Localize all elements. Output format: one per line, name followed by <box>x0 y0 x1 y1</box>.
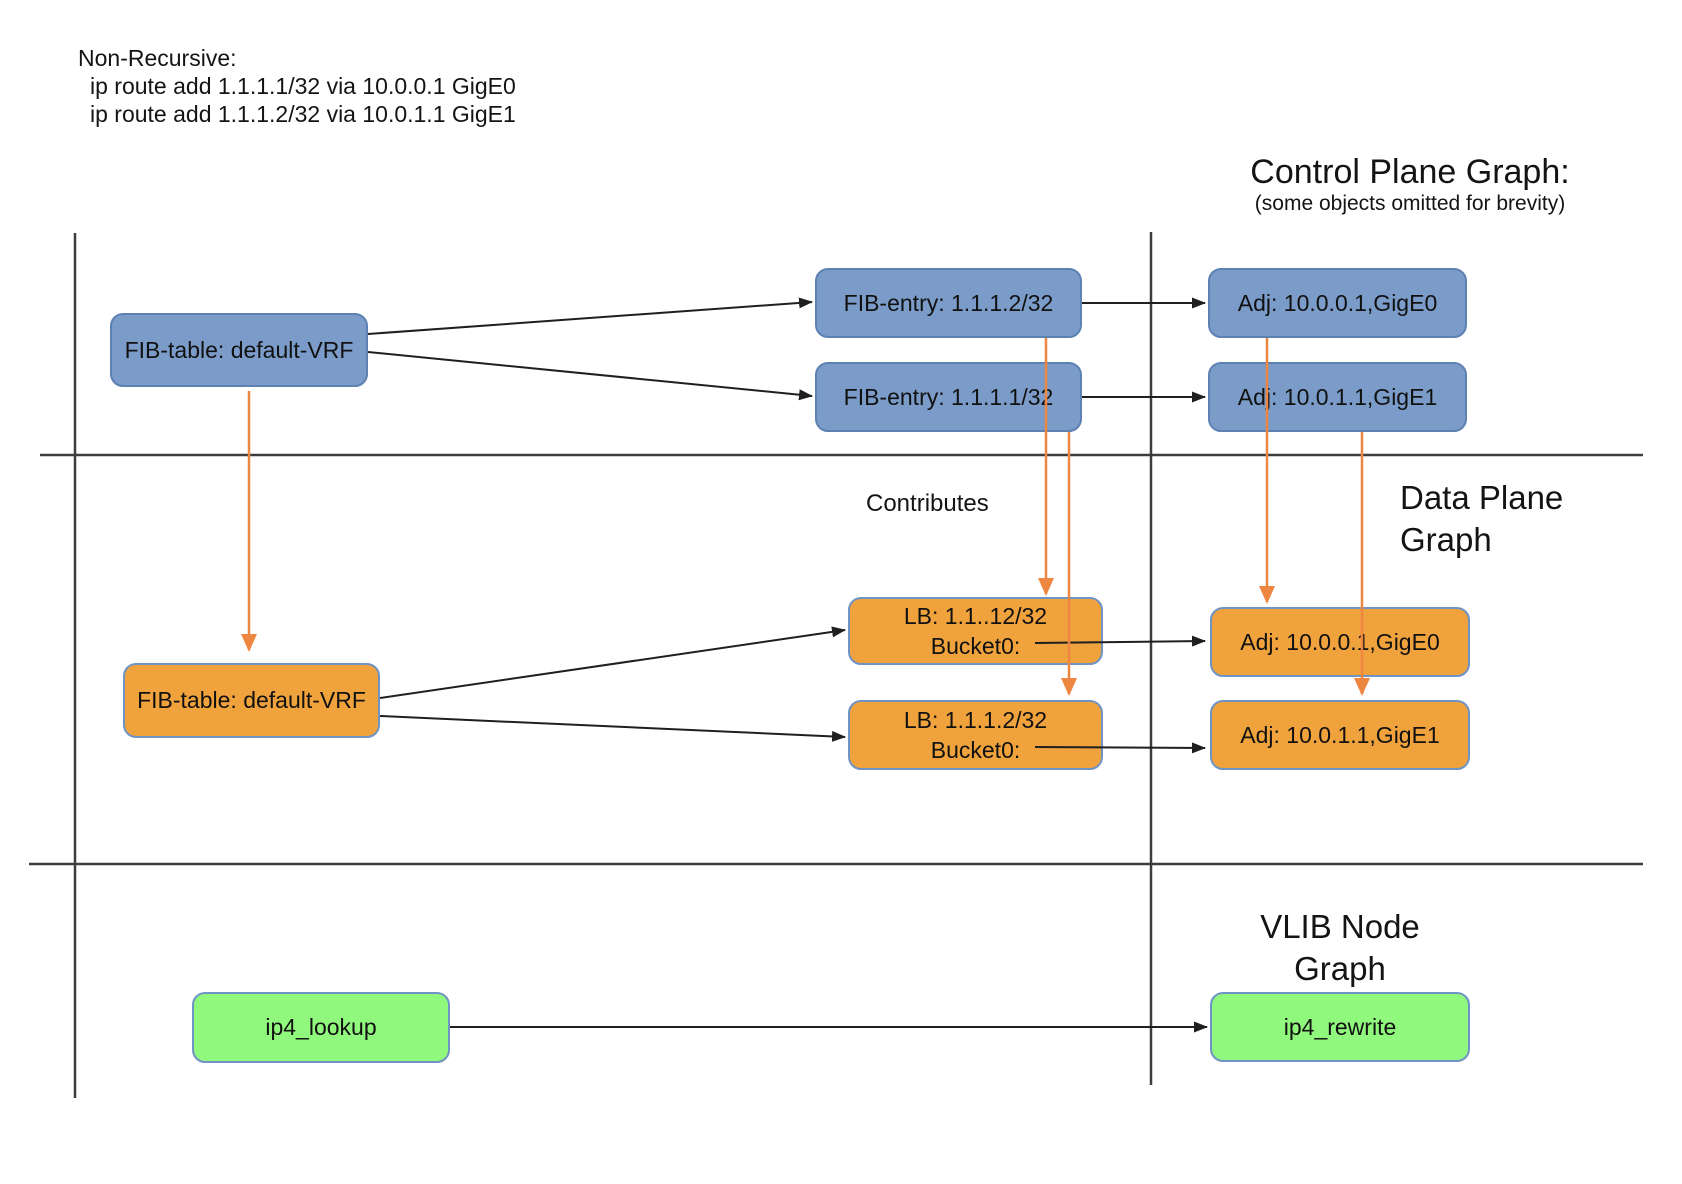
node-vlib-ip4-rewrite-label: ip4_rewrite <box>1283 1013 1397 1040</box>
contributes-label: Contributes <box>866 490 989 517</box>
node-dp-lb-top-line2: Bucket0: <box>930 633 1021 659</box>
node-cp-adj-gige0: Adj: 10.0.0.1,GigE0 <box>1208 268 1467 338</box>
node-cp-fib-table-label: FIB-table: default-VRF <box>124 336 354 363</box>
node-dp-lb-bottom-line1: LB: 1.1.1.2/32 <box>903 707 1048 733</box>
vlib-title-block: VLIB Node Graph <box>1195 906 1485 990</box>
arrow-cp-fibtable-to-fibentry-1111 <box>367 351 813 401</box>
node-vlib-ip4-lookup: ip4_lookup <box>192 992 450 1063</box>
node-cp-adj-gige1: Adj: 10.0.1.1,GigE1 <box>1208 362 1467 432</box>
node-cp-fib-entry-1111-label: FIB-entry: 1.1.1.1/32 <box>843 383 1054 410</box>
node-dp-lb-top: LB: 1.1..12/32 Bucket0: <box>848 597 1103 665</box>
data-plane-title-line1: Data Plane <box>1400 479 1564 516</box>
node-dp-adj-gige0-label: Adj: 10.0.0.1,GigE0 <box>1240 628 1440 655</box>
node-dp-fib-table-label: FIB-table: default-VRF <box>137 687 366 713</box>
annotation-title: Non-Recursive: <box>78 45 237 71</box>
control-plane-subtitle: (some objects omitted for brevity) <box>1254 192 1566 215</box>
annotation-route-2: ip route add 1.1.1.2/32 via 10.0.1.1 Gig… <box>90 101 516 127</box>
node-cp-adj-gige0-label: Adj: 10.0.0.1,GigE0 <box>1237 289 1438 316</box>
control-plane-title: Control Plane Graph: <box>1250 153 1570 191</box>
node-dp-fib-table: FIB-table: default-VRF <box>123 663 380 738</box>
node-dp-lb-bottom-line2: Bucket0: <box>930 737 1021 763</box>
data-plane-title-line2: Graph <box>1400 521 1492 558</box>
node-dp-adj-gige0: Adj: 10.0.0.1,GigE0 <box>1210 607 1470 677</box>
orange-arrows <box>241 338 1370 696</box>
data-plane-title-block: Data Plane Graph <box>1400 477 1563 561</box>
node-vlib-ip4-rewrite: ip4_rewrite <box>1210 992 1470 1062</box>
node-dp-lb-top-line1: LB: 1.1..12/32 <box>903 603 1048 629</box>
arrow-dp-fibtable-to-lb-top <box>379 626 846 699</box>
node-dp-adj-gige1-label: Adj: 10.0.1.1,GigE1 <box>1240 721 1440 748</box>
annotation-route-1: ip route add 1.1.1.1/32 via 10.0.0.1 Gig… <box>90 73 516 99</box>
node-dp-lb-bottom: LB: 1.1.1.2/32 Bucket0: <box>848 700 1103 770</box>
node-cp-fib-entry-1112-label: FIB-entry: 1.1.1.2/32 <box>843 289 1054 316</box>
node-cp-fib-table: FIB-table: default-VRF <box>110 313 368 387</box>
node-cp-fib-entry-1112: FIB-entry: 1.1.1.2/32 <box>815 268 1082 338</box>
arrow-dp-fibtable-to-lb-bottom <box>379 715 846 742</box>
vlib-title-line2: Graph <box>1294 950 1386 987</box>
control-plane-title-block: Control Plane Graph: (some objects omitt… <box>1160 152 1660 216</box>
node-cp-fib-entry-1111: FIB-entry: 1.1.1.1/32 <box>815 362 1082 432</box>
node-dp-adj-gige1: Adj: 10.0.1.1,GigE1 <box>1210 700 1470 770</box>
vlib-title-line1: VLIB Node <box>1260 908 1420 945</box>
node-cp-adj-gige1-label: Adj: 10.0.1.1,GigE1 <box>1237 383 1438 410</box>
arrow-cp-fibtable-to-fibentry-1112 <box>367 297 813 335</box>
node-vlib-ip4-lookup-label: ip4_lookup <box>265 1014 377 1040</box>
